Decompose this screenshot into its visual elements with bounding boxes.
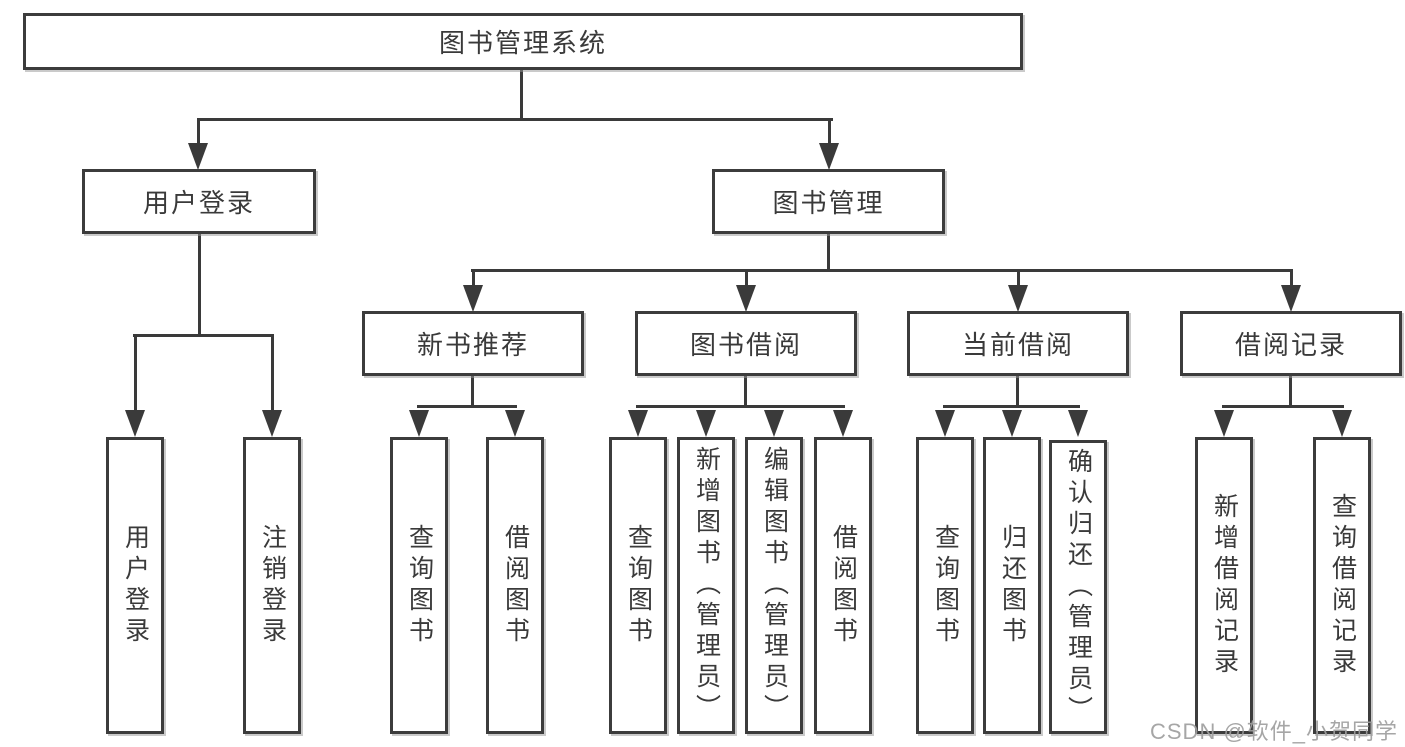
node-label: 图书借阅 bbox=[689, 330, 802, 360]
node-book-management-branch: 图书管理 bbox=[712, 169, 945, 234]
node-user-login-branch: 用户登录 bbox=[82, 169, 316, 234]
connector-vline bbox=[827, 234, 830, 271]
connector-hline bbox=[1222, 405, 1344, 408]
arrow-down-icon bbox=[505, 410, 525, 437]
node-confirm-return-admin: 确认归还（管理员） bbox=[1049, 440, 1107, 734]
node-label: 查询借阅记录 bbox=[1328, 492, 1357, 679]
node-add-books-admin: 新增图书（管理员） bbox=[677, 437, 735, 734]
node-borrow-books-1: 借阅图书 bbox=[486, 437, 544, 734]
arrow-down-icon bbox=[1281, 285, 1301, 312]
node-edit-books-admin: 编辑图书（管理员） bbox=[745, 437, 803, 734]
connector-hline bbox=[471, 269, 1293, 272]
arrow-down-icon bbox=[833, 410, 853, 437]
arrow-down-icon bbox=[409, 410, 429, 437]
node-label: 图书管理系统 bbox=[438, 28, 607, 58]
arrow-down-icon bbox=[1332, 410, 1352, 437]
node-return-books: 归还图书 bbox=[983, 437, 1041, 734]
node-add-borrow-record: 新增借阅记录 bbox=[1195, 437, 1253, 734]
arrow-down-icon bbox=[935, 410, 955, 437]
node-label: 新增借阅记录 bbox=[1210, 492, 1239, 679]
arrow-down-icon bbox=[262, 410, 282, 437]
connector-hline bbox=[943, 405, 1080, 408]
arrow-down-icon bbox=[1002, 410, 1022, 437]
node-label: 查询图书 bbox=[931, 523, 960, 648]
connector-vline bbox=[1016, 376, 1019, 408]
node-label: 用户登录 bbox=[121, 523, 150, 648]
node-label: 查询图书 bbox=[405, 523, 434, 648]
node-borrow-books-2: 借阅图书 bbox=[814, 437, 872, 734]
node-label: 当前借阅 bbox=[961, 330, 1074, 360]
node-book-borrowing: 图书借阅 bbox=[635, 311, 857, 376]
node-query-books-1: 查询图书 bbox=[390, 437, 448, 734]
arrow-down-icon bbox=[125, 410, 145, 437]
connector-vline bbox=[745, 272, 748, 288]
connector-vline bbox=[472, 272, 475, 288]
watermark: CSDN @软件_小贺同学 bbox=[1150, 719, 1399, 744]
connector-vline bbox=[744, 376, 747, 408]
arrow-down-icon bbox=[696, 410, 716, 437]
node-query-borrow-record: 查询借阅记录 bbox=[1313, 437, 1371, 734]
node-label: 图书管理 bbox=[772, 188, 885, 218]
node-label: 新书推荐 bbox=[416, 330, 529, 360]
connector-vline bbox=[520, 70, 523, 121]
node-label: 归还图书 bbox=[998, 523, 1027, 648]
connector-vline bbox=[1289, 376, 1292, 408]
node-label: 查询图书 bbox=[624, 523, 653, 648]
connector-hline bbox=[636, 405, 845, 408]
connector-vline bbox=[471, 376, 474, 408]
arrow-down-icon bbox=[628, 410, 648, 437]
node-label: 借阅图书 bbox=[501, 523, 530, 648]
node-user-login-leaf: 用户登录 bbox=[106, 437, 164, 734]
connector-vline bbox=[271, 337, 274, 411]
arrow-down-icon bbox=[188, 143, 208, 170]
connector-vline bbox=[197, 121, 200, 147]
arrow-down-icon bbox=[736, 285, 756, 312]
arrow-down-icon bbox=[463, 285, 483, 312]
node-label: 借阅记录 bbox=[1234, 330, 1347, 360]
arrow-down-icon bbox=[1214, 410, 1234, 437]
node-query-books-3: 查询图书 bbox=[916, 437, 974, 734]
connector-vline bbox=[828, 121, 831, 147]
connector-vline bbox=[134, 337, 137, 411]
node-label: 用户登录 bbox=[142, 188, 255, 218]
arrow-down-icon bbox=[1068, 410, 1088, 437]
arrow-down-icon bbox=[819, 143, 839, 170]
node-label: 新增图书（管理员） bbox=[692, 446, 721, 725]
node-label: 编辑图书（管理员） bbox=[760, 446, 789, 725]
node-current-borrowing: 当前借阅 bbox=[907, 311, 1129, 376]
connector-vline bbox=[198, 234, 201, 336]
connector-hline bbox=[417, 405, 517, 408]
node-library-management-system: 图书管理系统 bbox=[23, 13, 1023, 70]
connector-vline bbox=[1290, 272, 1293, 288]
connector-hline bbox=[197, 118, 833, 121]
arrow-down-icon bbox=[764, 410, 784, 437]
node-query-books-2: 查询图书 bbox=[609, 437, 667, 734]
connector-vline bbox=[1017, 272, 1020, 288]
node-logout: 注销登录 bbox=[243, 437, 301, 734]
connector-hline bbox=[133, 334, 274, 337]
node-label: 注销登录 bbox=[258, 523, 287, 648]
node-label: 确认归还（管理员） bbox=[1064, 447, 1093, 727]
arrow-down-icon bbox=[1008, 285, 1028, 312]
node-new-book-recommend: 新书推荐 bbox=[362, 311, 584, 376]
node-borrowing-records: 借阅记录 bbox=[1180, 311, 1402, 376]
node-label: 借阅图书 bbox=[829, 523, 858, 648]
